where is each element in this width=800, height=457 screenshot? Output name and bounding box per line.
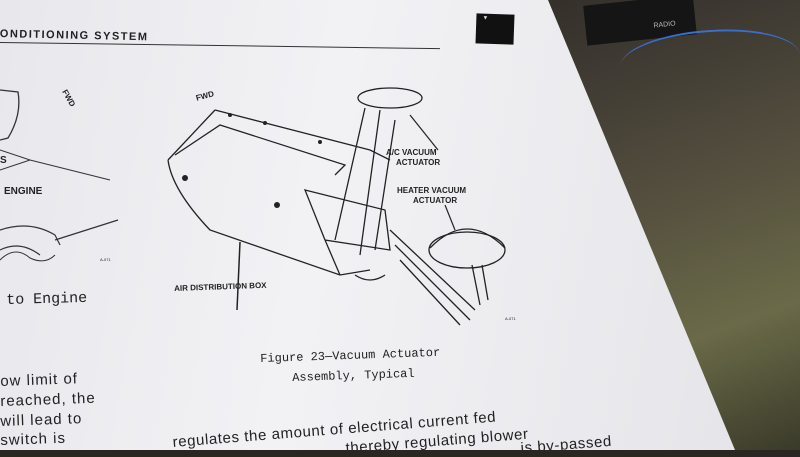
left-caption: to Engine	[6, 289, 88, 309]
tab-mark: ▼	[482, 15, 489, 22]
body-right-line: is by-passed	[520, 432, 613, 457]
header-rule	[0, 42, 440, 50]
page-header: ONDITIONING SYSTEM	[0, 28, 149, 44]
vacuum-actuator-diagram	[167, 87, 506, 326]
ac-actuator-label-2: ACTUATOR	[396, 158, 441, 167]
body-left-line: switch is	[0, 429, 67, 449]
figure-caption-line2: Assembly, Typical	[292, 366, 415, 385]
body-left-line: ow limit of	[0, 370, 79, 390]
heater-actuator-label-1: HEATER VACUUM	[397, 186, 467, 195]
left-diagram	[0, 89, 119, 262]
figure-caption-line1: Figure 23—Vacuum Actuator	[260, 345, 441, 366]
section-tab: ▼	[475, 13, 515, 45]
body-left-line: reached, the	[0, 389, 96, 410]
ac-actuator-label-1: A/C VACUUM	[386, 148, 437, 157]
left-ref: A-071	[100, 257, 111, 262]
left-s-label: S	[0, 155, 7, 166]
engine-label: ENGINE	[4, 186, 43, 197]
heater-actuator-label-2: ACTUATOR	[413, 196, 458, 205]
radio-label: RADIO	[653, 20, 676, 30]
figure-ref: A-071	[505, 316, 516, 321]
body-left-line: will lead to	[0, 410, 83, 430]
